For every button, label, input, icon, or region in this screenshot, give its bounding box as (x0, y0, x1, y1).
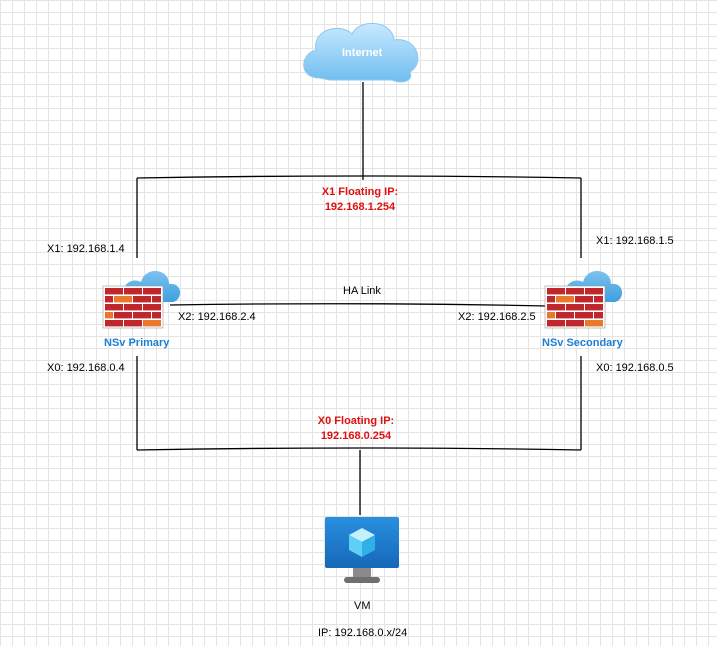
firewall-brick (585, 288, 603, 295)
x1-floating-ip-title: X1 Floating IP: (321, 186, 399, 198)
firewall-brick (124, 288, 142, 295)
firewall-brick (585, 320, 603, 327)
firewall-brick (105, 304, 123, 311)
internet-label: Internet (342, 47, 383, 59)
firewall-brick (594, 296, 603, 303)
primary-name-label: NSv Primary (104, 337, 170, 349)
vm-ip-label: IP: 192.168.0.x/24 (318, 627, 408, 639)
firewall-brick (105, 312, 113, 319)
firewall-brick (133, 296, 151, 303)
primary-x1-label: X1: 192.168.1.4 (47, 243, 125, 255)
x0-floating-ip-title: X0 Floating IP: (317, 415, 395, 427)
firewall-brick (143, 304, 161, 311)
firewall-brick (556, 312, 574, 319)
firewall-brick (143, 320, 161, 327)
firewall-brick (594, 312, 603, 319)
x0-network-line (136, 447, 582, 451)
firewall-brick (114, 312, 132, 319)
ha-link-label: HA Link (343, 285, 381, 297)
secondary-name-label: NSv Secondary (542, 337, 623, 349)
internet-cloud-icon (303, 22, 419, 83)
x0-floating-ip-label: X0 Floating IP: 192.168.0.254 (296, 414, 416, 444)
firewall-brick (152, 296, 161, 303)
firewall-brick (124, 320, 142, 327)
x1-floating-ip-value: 192.168.1.254 (324, 201, 396, 213)
primary-bricks (105, 288, 161, 327)
firewall-brick (575, 312, 593, 319)
firewall-brick (566, 320, 584, 327)
connections (136, 82, 582, 515)
primary-firewall-icon (102, 270, 181, 329)
secondary-x1-label: X1: 192.168.1.5 (596, 235, 674, 247)
secondary-x0-label: X0: 192.168.0.5 (596, 362, 674, 374)
secondary-firewall-icon (544, 270, 623, 329)
firewall-brick (585, 304, 603, 311)
firewall-brick (105, 288, 123, 295)
firewall-brick (114, 296, 132, 303)
secondary-x2-label: X2: 192.168.2.5 (458, 311, 536, 323)
primary-x2-label: X2: 192.168.2.4 (178, 311, 256, 323)
firewall-brick (547, 288, 565, 295)
x1-floating-ip-label: X1 Floating IP: 192.168.1.254 (300, 185, 420, 215)
firewall-brick (124, 304, 142, 311)
ha-link-line (169, 303, 548, 307)
firewall-brick (547, 296, 555, 303)
firewall-brick (566, 304, 584, 311)
firewall-brick (547, 312, 555, 319)
firewall-brick (575, 296, 593, 303)
primary-x0-label: X0: 192.168.0.4 (47, 362, 125, 374)
firewall-brick (566, 288, 584, 295)
firewall-brick (547, 304, 565, 311)
vm-monitor-icon (325, 517, 399, 583)
firewall-brick (105, 296, 113, 303)
x1-network-line (136, 175, 582, 179)
firewall-brick (556, 296, 574, 303)
secondary-bricks (547, 288, 603, 327)
firewall-brick (547, 320, 565, 327)
firewall-brick (105, 320, 123, 327)
x0-floating-ip-value: 192.168.0.254 (320, 430, 392, 442)
firewall-brick (133, 312, 151, 319)
firewall-brick (152, 312, 161, 319)
firewall-brick (143, 288, 161, 295)
vm-label: VM (354, 600, 371, 612)
